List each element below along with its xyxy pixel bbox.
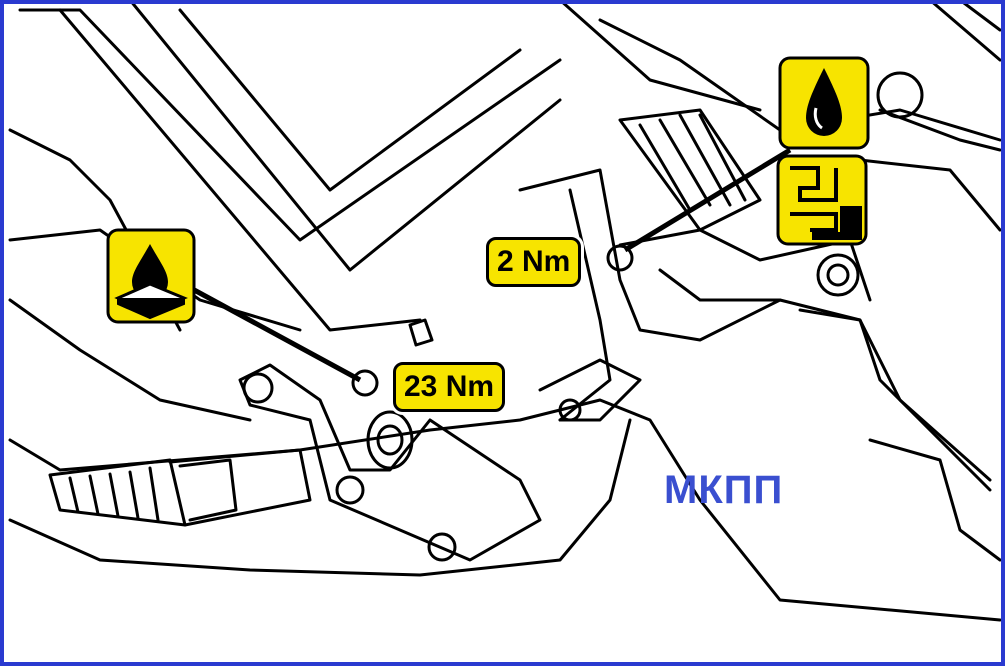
sealant-surface-icon bbox=[106, 228, 196, 324]
oil-drop-icon bbox=[778, 56, 870, 150]
leader-sealant bbox=[183, 282, 362, 383]
pipe-fitting-icon bbox=[776, 154, 868, 246]
shift-bracket bbox=[238, 363, 542, 562]
housing-upper-edge bbox=[18, 8, 562, 242]
leader-oil bbox=[623, 147, 792, 253]
leader-lines bbox=[183, 147, 792, 383]
gearbox-right-body bbox=[518, 168, 992, 492]
torque-callout-2nm: 2 Nm bbox=[486, 237, 582, 287]
vent-bolt bbox=[606, 244, 634, 272]
torque-callout-23nm: 23 Nm bbox=[393, 362, 506, 412]
gearbox-type-label: МКПП bbox=[664, 468, 784, 512]
